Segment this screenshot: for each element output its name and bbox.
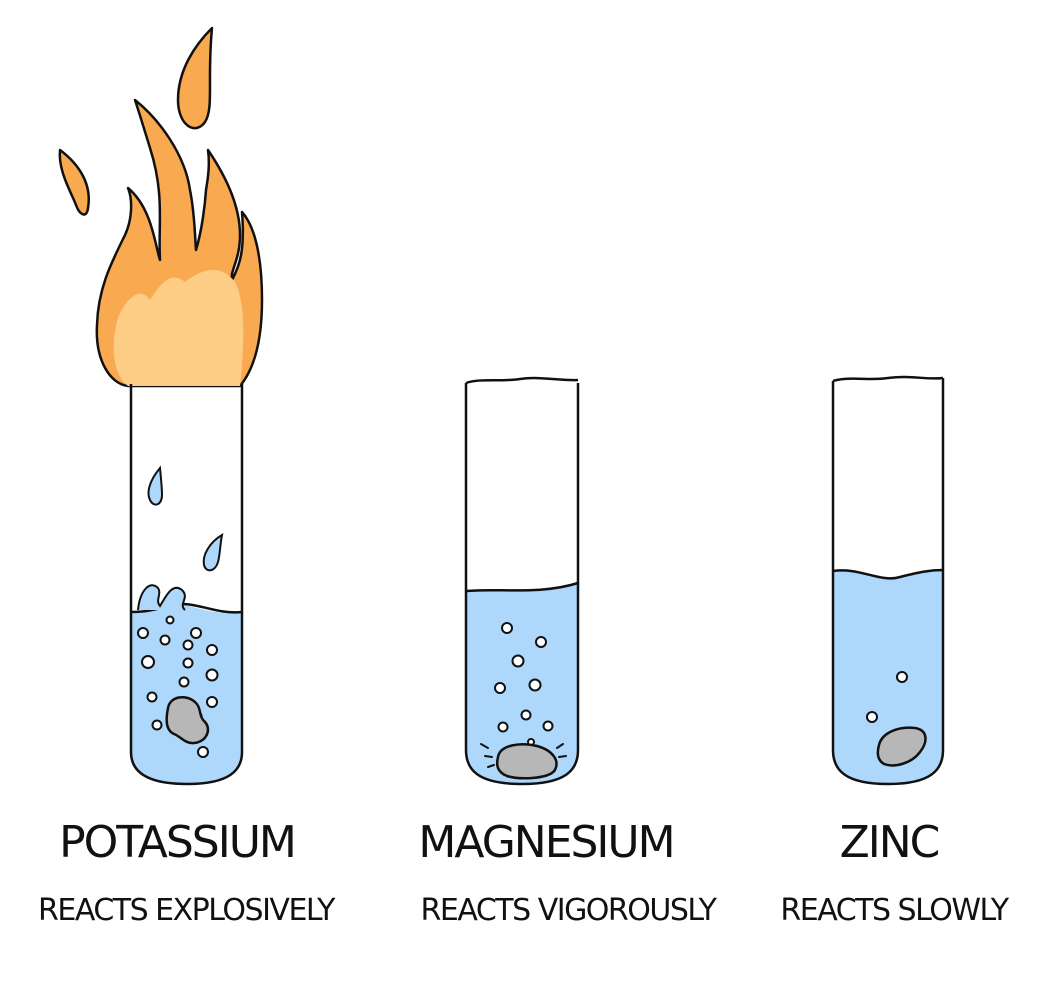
bubble [528,678,542,692]
bubble [542,720,554,732]
zinc-bubbles [866,671,908,723]
bubble [896,671,908,683]
bubble [146,691,158,703]
bubble [866,711,878,723]
bubble [197,746,209,758]
flame-spark-top [176,26,214,130]
potassium-tube-outline [129,384,244,786]
magnesium-tube-rim [465,376,579,385]
bubble [141,655,155,669]
bubble [165,615,175,625]
bubble [520,709,532,721]
flame-inner [113,269,244,386]
splash-droplet [202,533,224,572]
magnesium-reaction-label: REACTS VIGOROUSLY [421,893,718,928]
potassium-name-label: POTASSIUM [59,817,295,868]
splash-droplet [137,584,186,611]
bubble [535,636,547,648]
bubble [206,696,218,708]
bubble [206,644,218,656]
zinc-reaction-label: REACTS SLOWLY [780,893,1009,928]
zinc-water-surface [832,568,944,580]
magnesium-test-tube-group: MAGNESIUM REACTS VIGOROUSLY [418,376,719,928]
bubble [137,627,149,639]
bubble [205,668,219,682]
bubble [190,627,202,639]
splash-icon [137,465,224,611]
magnesium-name-label: MAGNESIUM [418,817,673,868]
magnesium-water [466,583,578,784]
zinc-test-tube-group: ZINC REACTS SLOWLY [780,375,1011,928]
fizz-lines [480,743,567,768]
zinc-tube-rim [832,375,944,383]
magnesium-lump [495,743,558,780]
splash-droplet [147,465,164,506]
potassium-bubbles [137,615,219,758]
bubble [501,622,513,634]
bubble [159,634,171,646]
flame-spark-left [58,148,91,216]
bubble [511,654,525,668]
potassium-test-tube-group: POTASSIUM REACTS EXPLOSIVELY [38,26,338,928]
flame-icon [58,26,264,388]
bubble [494,682,506,694]
zinc-tube-outline [831,378,945,786]
potassium-reaction-label: REACTS EXPLOSIVELY [38,893,336,928]
magnesium-water-surface [465,581,579,593]
bubble [182,657,194,669]
bubble [182,639,194,651]
zinc-lump [876,726,927,767]
bubble [151,719,163,731]
bubble [497,721,509,733]
magnesium-tube-outline [464,383,580,786]
bubble [178,676,190,688]
zinc-name-label: ZINC [840,817,939,868]
potassium-lump [165,695,210,745]
